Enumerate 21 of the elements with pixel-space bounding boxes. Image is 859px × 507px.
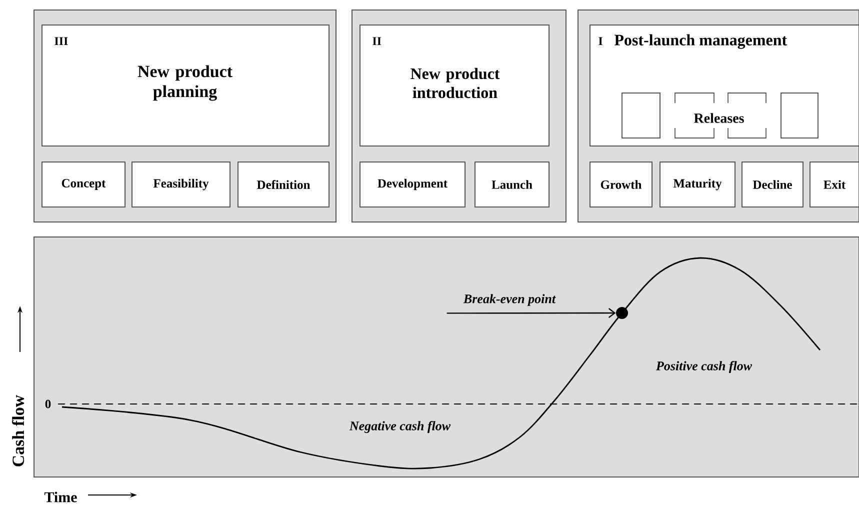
release-box (780, 92, 818, 138)
axis-label: Cash flow (12, 394, 24, 466)
phase-box: Concept (42, 162, 126, 208)
phase-box: Definition (238, 162, 330, 208)
phase-box: Decline (742, 162, 804, 208)
break-even-dot (616, 307, 628, 319)
release-box (622, 92, 660, 138)
chart-label: Positive cash flow (656, 361, 752, 373)
chart-label: Negative cash flow (349, 421, 451, 433)
phase-box: Development (360, 162, 466, 208)
axis-label: 0 (45, 400, 51, 408)
stage-box: III New product planning (42, 24, 330, 146)
phase-box: Feasibility (132, 162, 230, 208)
phase-box: Growth (590, 162, 652, 208)
stage-box: II New product introduction (360, 24, 550, 146)
break-even-label: Break-even point (463, 294, 556, 306)
phase-box: Maturity (660, 162, 736, 208)
axis-label: Time (44, 492, 77, 502)
leader-line (446, 308, 616, 318)
phase-box: Exit (810, 162, 859, 208)
phase-box: Launch (474, 162, 550, 208)
